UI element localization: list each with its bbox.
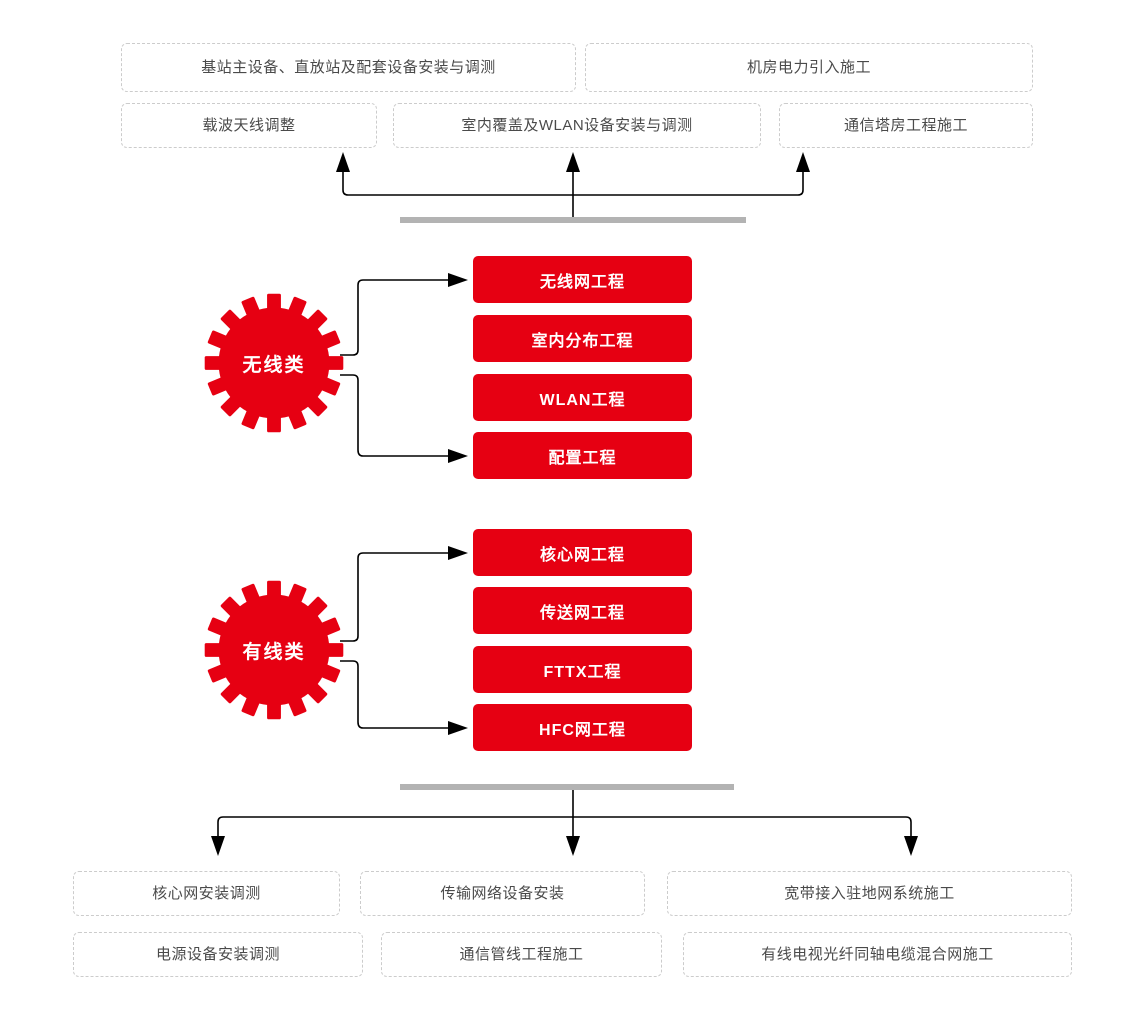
divider-bar-bottom [400, 784, 734, 790]
outcome-box-top-3[interactable]: 载波天线调整 [121, 103, 377, 148]
arrow-head-icon [448, 721, 468, 735]
outcome-box-bottom-5[interactable]: 通信管线工程施工 [381, 932, 662, 977]
arrow-head-icon [448, 273, 468, 287]
outcome-box-bottom-2[interactable]: 传输网络设备安装 [360, 871, 645, 916]
engineering-box-wired-2[interactable]: 传送网工程 [473, 587, 692, 634]
gear-icon-wireless[interactable]: 无线类 [197, 286, 351, 440]
outcome-box-bottom-1[interactable]: 核心网安装调测 [73, 871, 340, 916]
engineering-box-wired-1[interactable]: 核心网工程 [473, 529, 692, 576]
outcome-box-top-1[interactable]: 基站主设备、直放站及配套设备安装与调测 [121, 43, 576, 92]
arrow-head-icon [448, 449, 468, 463]
arrow-head-icon [566, 836, 580, 856]
engineering-box-wireless-4[interactable]: 配置工程 [473, 432, 692, 479]
outcome-box-top-5[interactable]: 通信塔房工程施工 [779, 103, 1033, 148]
arrow-head-icon [904, 836, 918, 856]
arrow-head-icon [336, 152, 350, 172]
outcome-box-bottom-6[interactable]: 有线电视光纤同轴电缆混合网施工 [683, 932, 1072, 977]
outcome-box-bottom-4[interactable]: 电源设备安装调测 [73, 932, 363, 977]
gear-icon-wired[interactable]: 有线类 [197, 573, 351, 727]
arrow-head-icon [796, 152, 810, 172]
engineering-box-wired-3[interactable]: FTTX工程 [473, 646, 692, 693]
engineering-box-wireless-1[interactable]: 无线网工程 [473, 256, 692, 303]
arrow-head-icon [448, 546, 468, 560]
arrow-head-icon [211, 836, 225, 856]
outcome-box-bottom-3[interactable]: 宽带接入驻地网系统施工 [667, 871, 1072, 916]
outcome-box-top-2[interactable]: 机房电力引入施工 [585, 43, 1033, 92]
engineering-box-wireless-2[interactable]: 室内分布工程 [473, 315, 692, 362]
engineering-box-wireless-3[interactable]: WLAN工程 [473, 374, 692, 421]
engineering-box-wired-4[interactable]: HFC网工程 [473, 704, 692, 751]
arrow-head-icon [566, 152, 580, 172]
outcome-box-top-4[interactable]: 室内覆盖及WLAN设备安装与调测 [393, 103, 761, 148]
divider-bar-top [400, 217, 746, 223]
